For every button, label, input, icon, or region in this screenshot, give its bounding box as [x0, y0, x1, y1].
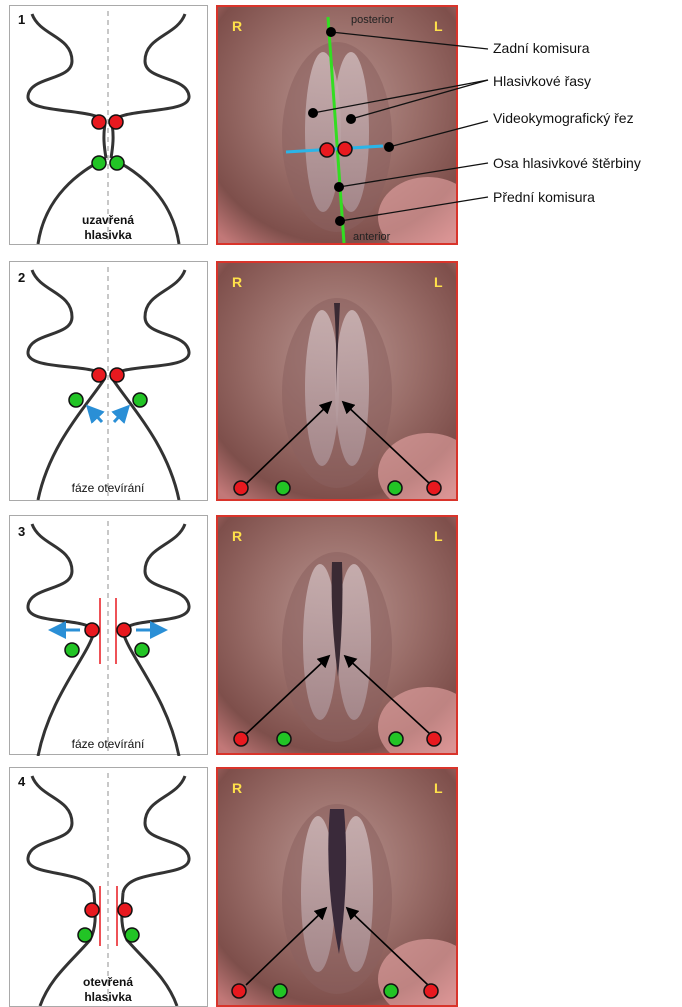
annotation-dot: [334, 182, 344, 192]
schema-panel-3: 3 fáze otevírání: [9, 515, 208, 755]
schema-panel-4: 4 otevřená hlasivka: [9, 767, 208, 1007]
label-r: R: [232, 274, 242, 290]
label-l: L: [434, 528, 443, 544]
annotation-dot: [335, 216, 345, 226]
label-r: R: [232, 528, 242, 544]
blue-arrow: [90, 409, 102, 422]
panel-number: 4: [18, 774, 26, 789]
callout-posterior-commissure: Zadní komisura: [493, 40, 589, 56]
caption-line2: hlasivka: [84, 990, 132, 1004]
callout-kymographic-section: Videokymografický řez: [493, 110, 634, 126]
annotation-lines: [0, 0, 682, 260]
annotation-dot: [326, 27, 336, 37]
callout-anterior-commissure: Přední komisura: [493, 189, 595, 205]
schema-panel-2: 2 fáze otevírání: [9, 261, 208, 501]
panel-number: 3: [18, 524, 25, 539]
endoscopy-photo-3: R L: [216, 515, 458, 755]
callout-vocal-folds: Hlasivkové řasy: [493, 73, 591, 89]
panel-number: 2: [18, 270, 25, 285]
annotation-dot: [308, 108, 318, 118]
endoscopy-photo-4: R L: [216, 767, 458, 1007]
annotation-dot: [346, 114, 356, 124]
annotation-dot: [384, 142, 394, 152]
blue-arrow: [114, 409, 126, 422]
endoscopy-photo-2: R L: [216, 261, 458, 501]
label-l: L: [434, 274, 443, 290]
label-l: L: [434, 780, 443, 796]
caption-line1: fáze otevírání: [72, 481, 145, 495]
callout-glottal-axis: Osa hlasivkové štěrbiny: [493, 155, 641, 171]
label-r: R: [232, 780, 242, 796]
caption-line1: fáze otevírání: [72, 737, 145, 751]
caption-line1: otevřená: [83, 975, 133, 989]
